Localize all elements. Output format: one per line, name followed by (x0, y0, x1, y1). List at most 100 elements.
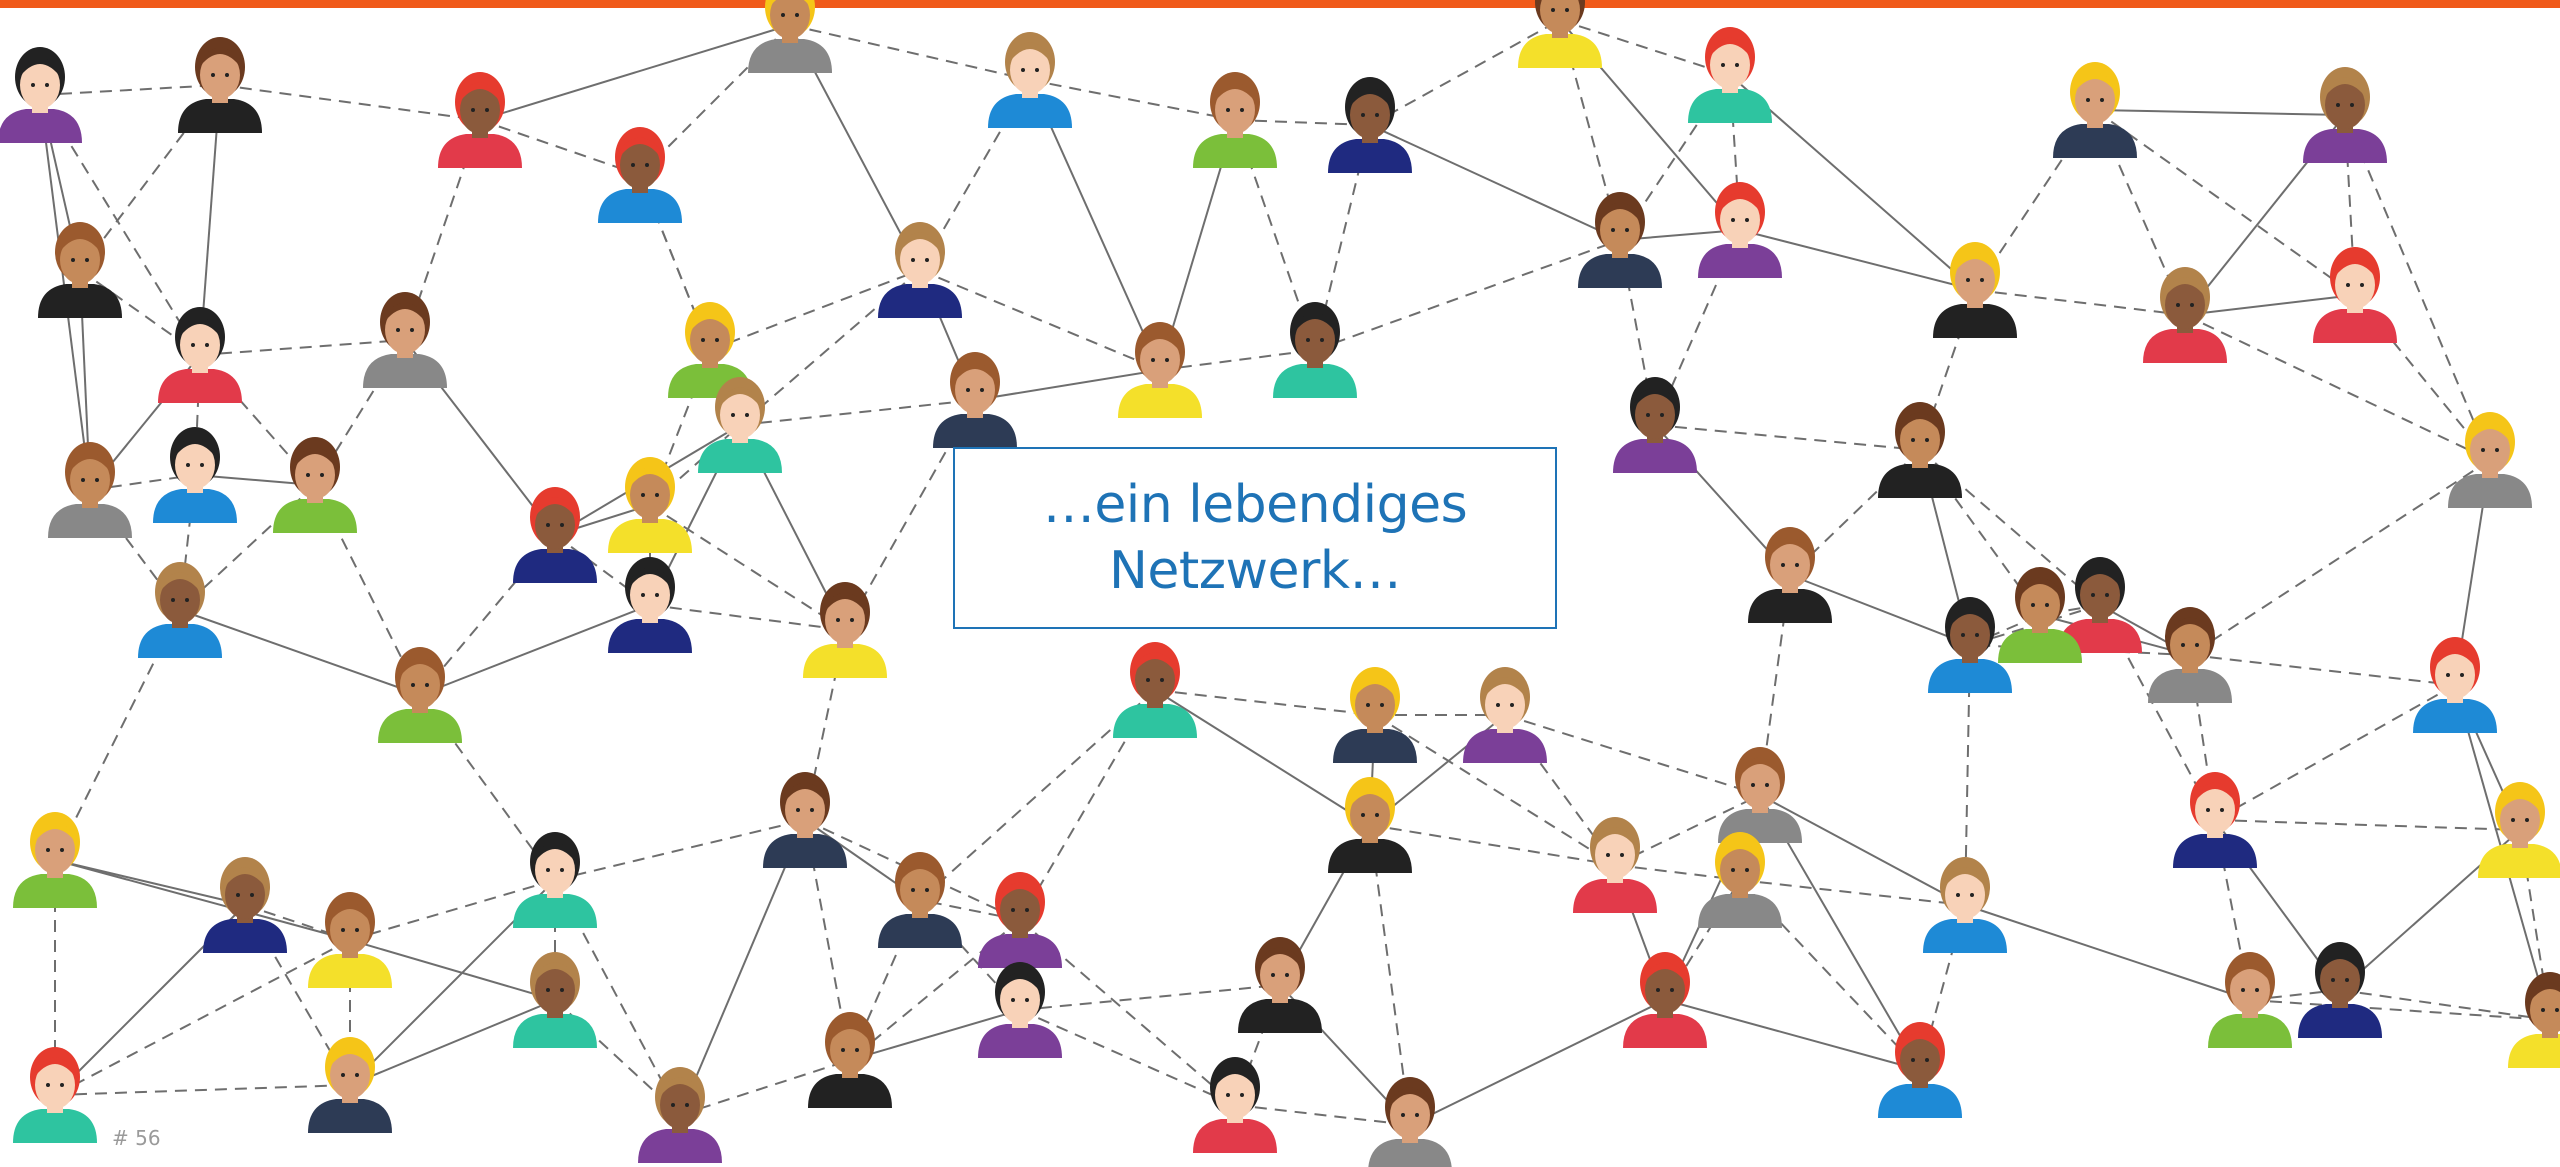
network-edge (2184, 314, 2491, 461)
network-edge (1234, 119, 1371, 126)
person-avatar-icon (363, 292, 447, 388)
network-edge (1369, 824, 1411, 1126)
person-avatar-icon (878, 852, 962, 948)
person-avatar-icon (48, 442, 132, 538)
person-avatar-icon (2208, 952, 2292, 1048)
network-edge (2339, 989, 2551, 1021)
person-avatar-icon (803, 582, 887, 678)
network-edge (1759, 794, 1966, 906)
person-avatar-icon (1238, 937, 1322, 1033)
person-avatar-icon (2298, 942, 2382, 1038)
network-edge (1369, 19, 1561, 126)
person-avatar-icon (1193, 1057, 1277, 1153)
person-avatar-icon (1328, 777, 1412, 873)
person-avatar-icon (1933, 242, 2017, 338)
network-edge (2184, 294, 2356, 316)
person-avatar-icon (1328, 77, 1412, 173)
network-edge (54, 859, 246, 906)
person-avatar-icon (1928, 597, 2012, 693)
network-edge (1314, 239, 1621, 351)
network-edge (39, 84, 221, 96)
person-avatar-icon (1368, 1077, 1452, 1167)
network-edge (2189, 459, 2491, 656)
network-edge (649, 504, 846, 631)
network-edge (1369, 824, 1616, 866)
person-avatar-icon (763, 772, 847, 868)
network-edge (349, 879, 556, 941)
person-avatar-icon (978, 872, 1062, 968)
network-edge (1739, 879, 1966, 906)
network-edge (1159, 349, 1316, 371)
person-avatar-icon (1463, 667, 1547, 763)
top-accent-bar (0, 0, 2560, 8)
person-avatar-icon (178, 37, 262, 133)
person-avatar-icon (978, 962, 1062, 1058)
person-avatar-icon (698, 377, 782, 473)
person-avatar-icon (1923, 857, 2007, 953)
person-avatar-icon (2053, 62, 2137, 158)
caption-line-2: Netzwerk… (1108, 541, 1402, 601)
network-edge (349, 999, 556, 1086)
person-avatar-icon (13, 812, 97, 908)
network-edge (679, 819, 806, 1116)
network-edge (849, 919, 1021, 1061)
person-avatar-icon (1113, 642, 1197, 738)
person-avatar-icon (1333, 667, 1417, 763)
network-edge (1664, 999, 1921, 1071)
person-avatar-icon (2448, 412, 2532, 508)
network-edge (54, 1084, 351, 1096)
person-avatar-icon (1193, 72, 1277, 168)
person-avatar-icon (1748, 527, 1832, 623)
network-edge (2189, 654, 2456, 686)
network-edge (1029, 79, 1161, 371)
network-edge (1019, 984, 1281, 1011)
network-edge (199, 339, 406, 356)
network-edge (219, 84, 481, 121)
network-edge (1739, 229, 1976, 291)
network-edge (1654, 424, 1921, 451)
person-avatar-icon (13, 1047, 97, 1143)
network-edge (1409, 999, 1666, 1126)
person-avatar-icon (138, 562, 222, 658)
person-avatar-icon (2148, 607, 2232, 703)
person-avatar-icon (1718, 747, 1802, 843)
network-edge (1234, 1104, 1411, 1126)
network-edge (419, 534, 556, 696)
network-edge (54, 939, 351, 1096)
person-avatar-icon (378, 647, 462, 743)
slide-number: # 56 (112, 1126, 161, 1150)
network-edge (2214, 684, 2456, 821)
network-edge (2344, 114, 2491, 461)
person-avatar-icon (2303, 67, 2387, 163)
person-avatar-icon (0, 47, 82, 143)
person-avatar-icon (2478, 782, 2560, 878)
network-edge (789, 24, 1031, 81)
person-avatar-icon (273, 437, 357, 533)
network-edge (709, 269, 921, 351)
person-avatar-icon (1273, 302, 1357, 398)
network-edge (1029, 79, 1236, 121)
network-edge (1559, 19, 1731, 76)
person-avatar-icon (1878, 402, 1962, 498)
person-avatar-icon (1688, 27, 1772, 123)
person-avatar-icon (1698, 832, 1782, 928)
network-edge (849, 1009, 1021, 1061)
person-avatar-icon (2313, 247, 2397, 343)
network-edge (1154, 689, 1376, 716)
person-avatar-icon (38, 222, 122, 318)
person-avatar-icon (158, 307, 242, 403)
person-avatar-icon (513, 952, 597, 1048)
person-avatar-icon (2058, 557, 2142, 653)
person-avatar-icon (1573, 817, 1657, 913)
person-avatar-icon (438, 72, 522, 168)
person-avatar-icon (608, 557, 692, 653)
network-edge (349, 939, 556, 1001)
person-avatar-icon (988, 32, 1072, 128)
network-edge (1974, 289, 2186, 316)
person-avatar-icon (1698, 182, 1782, 278)
network-edge (479, 24, 791, 121)
person-avatar-icon (1878, 1022, 1962, 1118)
person-avatar-icon (2143, 267, 2227, 363)
network-edge (554, 819, 806, 881)
